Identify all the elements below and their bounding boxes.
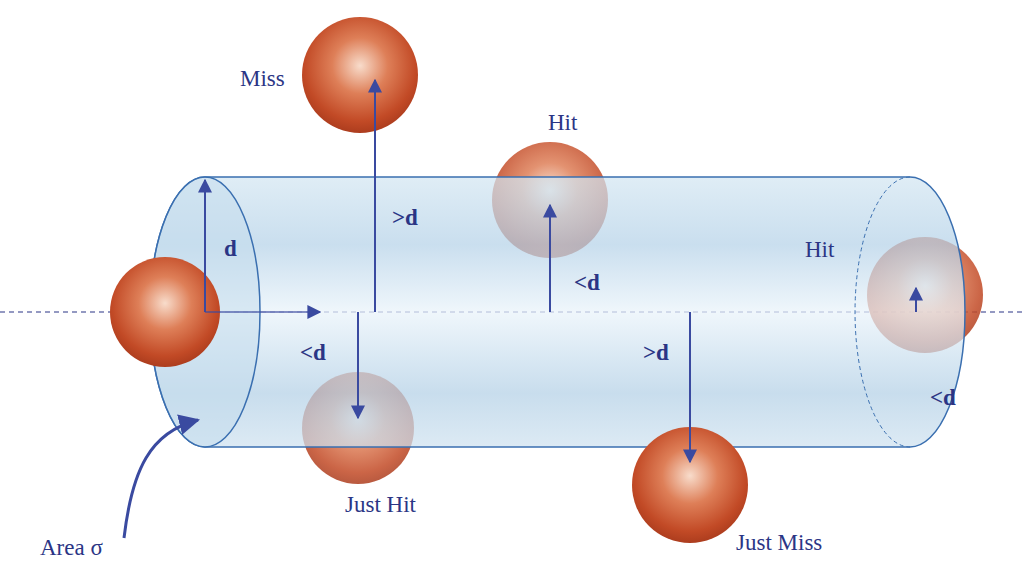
distance-label: >d (392, 205, 418, 231)
cylinder-body (150, 177, 965, 447)
distance-arrow (915, 288, 917, 312)
outcome-label: Miss (240, 66, 285, 92)
area-label: Area σ (40, 535, 103, 561)
outcome-label: Just Miss (736, 530, 822, 556)
outcome-label: Hit (805, 237, 834, 263)
distance-arrow (374, 80, 376, 312)
outcome-label: Just Hit (345, 492, 416, 518)
outcome-label: Hit (548, 110, 577, 136)
miss-sphere (302, 17, 418, 133)
distance-arrow (689, 312, 691, 462)
radius-arrow (204, 180, 206, 312)
distance-label: <d (574, 270, 600, 296)
distance-arrow (357, 312, 359, 418)
distance-label: >d (643, 340, 669, 366)
distance-label: <d (930, 385, 956, 411)
distance-arrow (549, 205, 551, 312)
direction-arrow (205, 311, 320, 313)
area-pointer (124, 420, 198, 538)
cylinder-back-rim (855, 177, 910, 447)
moving-sphere (110, 257, 220, 367)
distance-label: <d (300, 340, 326, 366)
distance-label: d (224, 236, 237, 262)
